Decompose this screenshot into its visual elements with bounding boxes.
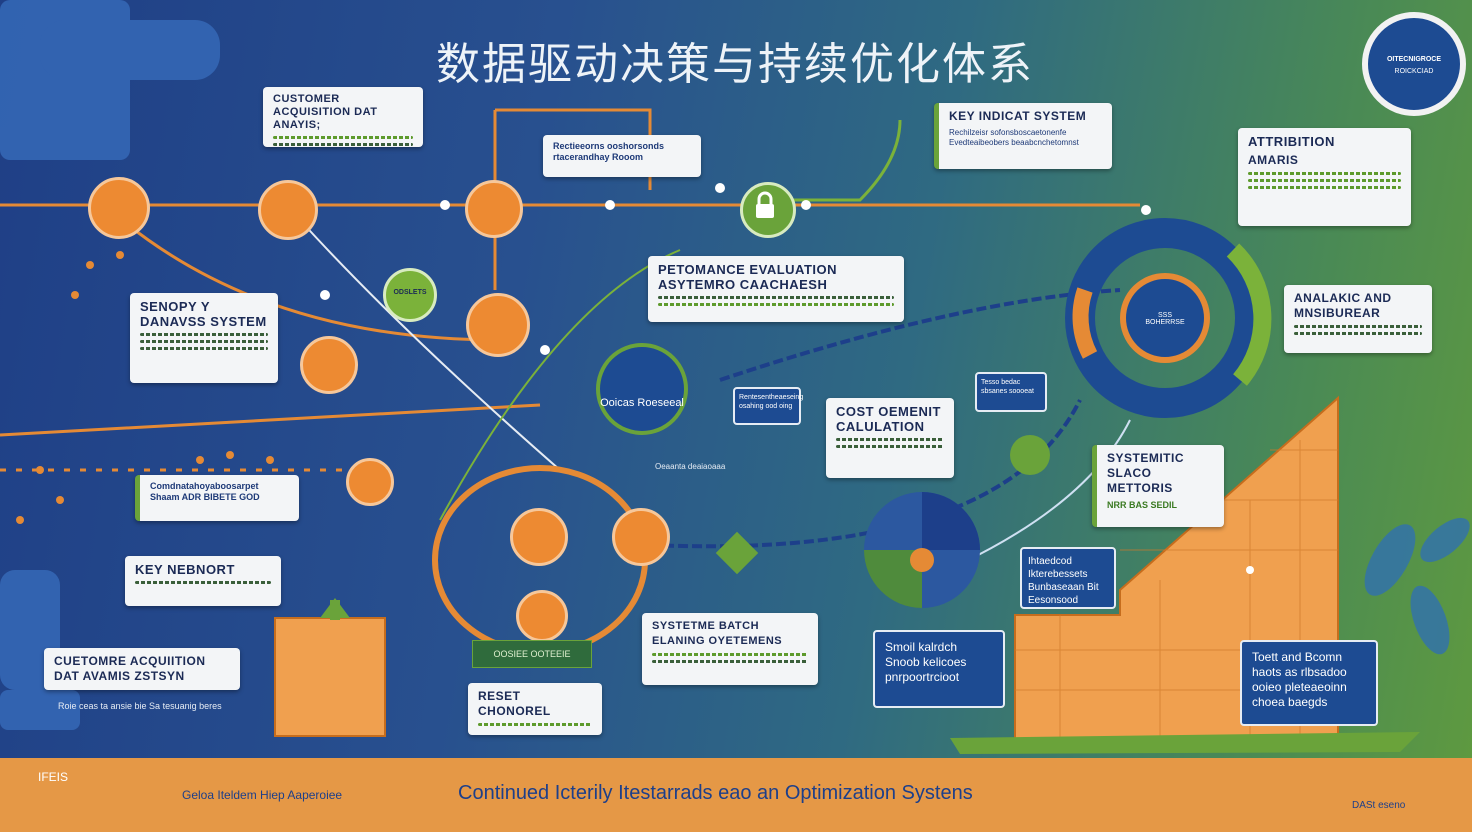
- lock-node: [740, 182, 796, 238]
- reset-node: Ooicas Roeseeal: [596, 343, 688, 435]
- node-orange-5: [300, 336, 358, 394]
- card-note-top-center: Rectieeorns ooshorsonds rtacerandhay Roo…: [543, 135, 701, 177]
- card-performance-evaluation: PETOMANCE EVALUATION ASYTEMRO CAACHAESH: [648, 256, 904, 322]
- card-title: PETOMANCE EVALUATION ASYTEMRO CAACHAESH: [658, 262, 838, 292]
- dark-card-test: Toett and Bcomn haots as rlbsadoo ooieo …: [1240, 640, 1378, 726]
- card-title: SYSTEMITIC SLACO METTORIS: [1107, 451, 1185, 495]
- leaf-decoration: [1364, 517, 1470, 655]
- card-cost-calculation: COST OEMENIT CALULATION: [826, 398, 954, 478]
- footer-right-tag: DASt eseno: [1352, 800, 1406, 811]
- card-systematic-metrics: SYSTEMITIC SLACO METTORIS NRR BAS SEDIL: [1092, 445, 1224, 527]
- node-orange-6: [346, 458, 394, 506]
- footer-main-text: Continued Icterily Itestarrads eao an Op…: [458, 782, 973, 804]
- node-orange-1: [88, 177, 150, 239]
- card-title: SYSTETME BATCH ELANING OYETEMENS: [652, 620, 783, 647]
- left-pixel-decoration: [0, 0, 220, 730]
- customer-bottom-caption: Roie ceas ta ansie bie Sa tesuanig beres: [58, 701, 222, 711]
- pie-wheel: [864, 492, 980, 608]
- dark-card-center: Rentesentheaeseing osahing ood oing: [733, 387, 803, 425]
- cycle-caption: Oeaanta deaiaoaaa: [655, 462, 726, 471]
- card-title: CUETOMRE ACQUIITION DAT AVAMIS ZSTSYN: [54, 654, 206, 683]
- card-customer-acquisition-bottom: CUETOMRE ACQUIITION DAT AVAMIS ZSTSYN: [44, 648, 240, 690]
- card-attribution: ATTRIBITION AMARIS: [1238, 128, 1411, 226]
- node-orange-3: [465, 180, 523, 238]
- node-orange-9: [516, 590, 568, 642]
- ring-chart: [1065, 218, 1272, 418]
- card-title: KEY NEBNORT: [135, 562, 235, 577]
- card-title: ATTRIBITION: [1248, 134, 1335, 149]
- card-systematic-batch: SYSTETME BATCH ELANING OYETEMENS: [642, 613, 818, 685]
- card-title: ANALAKIC AND MNSIBUREAR: [1294, 291, 1392, 320]
- card-analytic: ANALAKIC AND MNSIBUREAR: [1284, 285, 1432, 353]
- reset-node-label: Ooicas Roeseeal: [600, 397, 684, 409]
- node-orange-8: [612, 508, 670, 566]
- dark-card-mid-right: Tesso bedac sbsanes soooeat: [975, 372, 1047, 412]
- lock-icon: [756, 191, 774, 218]
- card-reset-control: RESET CHONOREL: [468, 683, 602, 735]
- card-subtitle: AMARIS: [1248, 153, 1299, 167]
- card-title: RESET CHONOREL: [478, 689, 551, 718]
- footer-band: IFEIS Geloa Iteldem Hiep Aaperoiee Conti…: [0, 758, 1472, 832]
- card-key-indicator-system: KEY INDICAT SYSTEM Rechilzeisr sofonsbos…: [934, 103, 1112, 169]
- footer-left-tag: IFEIS: [38, 770, 69, 784]
- card-title: SENOPY Y DANAVSS SYSTEM: [140, 299, 267, 329]
- badge-emblem: OITECNIGROCE ROICKCIAD: [1362, 12, 1466, 116]
- node-orange-4: [466, 293, 530, 357]
- node-orange-2: [258, 180, 318, 240]
- footer-subtag: Geloa Iteldem Hiep Aaperoiee: [182, 788, 343, 802]
- node-green-1: ODSLETS: [383, 268, 437, 322]
- loop-label: OOSIEE OOTEEIE: [472, 640, 592, 668]
- dark-card-small-batch: Smoil kalrdch Snoob kelicoes pnrpoortrci…: [873, 630, 1005, 708]
- green-node-label: ODSLETS: [393, 289, 427, 296]
- node-orange-7: [510, 508, 568, 566]
- card-title: COST OEMENIT CALULATION: [836, 404, 941, 434]
- gear-icon: [1010, 435, 1050, 475]
- mid-flow-line: [0, 403, 541, 437]
- dark-card-tiered: Ihtaedcod Ikterebessets Bunbaseaan Bit E…: [1020, 547, 1116, 609]
- card-sensory-analysis-system: SENOPY Y DANAVSS SYSTEM: [130, 293, 278, 383]
- clipboard-graphic: [274, 617, 386, 737]
- card-customer-acquisition-top: CUSTOMER ACQUISITION DAT ANAYIS;: [263, 87, 423, 147]
- card-key-report: KEY NEBNORT: [125, 556, 281, 606]
- card-body: Rechilzeisr sofonsboscaetonenfe Evedteai…: [949, 128, 1079, 147]
- card-green-mid: Comdnatahoyaboosarpet Shaam ADR BIBETE G…: [135, 475, 299, 521]
- card-body: NRR BAS SEDIL: [1107, 500, 1178, 510]
- badge-line2: ROICKCIAD: [1394, 68, 1434, 75]
- badge-line1: OITECNIGROCE: [1386, 56, 1442, 63]
- card-title: CUSTOMER ACQUISITION DAT ANAYIS;: [273, 93, 378, 131]
- page-title: 数据驱动决策与持续优化体系: [436, 39, 1034, 90]
- ring-center-label: SSS BOHERRSE: [1145, 312, 1185, 326]
- card-title: KEY INDICAT SYSTEM: [949, 109, 1087, 123]
